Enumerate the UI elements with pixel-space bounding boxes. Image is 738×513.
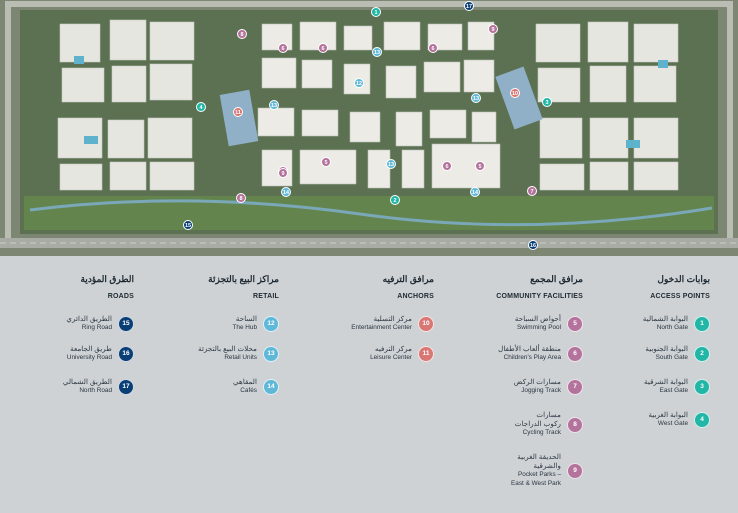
map-pin-community[interactable]: 6 (318, 43, 328, 53)
legend-label-ar: مسارات (536, 410, 561, 419)
legend-label-en: Swimming Pool (516, 324, 561, 331)
legend-label-en: Children's Play Area (503, 354, 561, 361)
legend-heading-en: COMMUNITY FACILITIES (496, 293, 583, 300)
legend-number-badge: 12 (263, 316, 279, 332)
legend-heading-en: RETAIL (253, 293, 279, 300)
legend-number-badge: 14 (263, 379, 279, 395)
aerial-site-plan (0, 0, 738, 256)
map-pin-retail[interactable]: 13 (269, 100, 279, 110)
legend-label-en: Entertainment Center (351, 324, 412, 331)
legend-heading-en: ROADS (107, 293, 134, 300)
legend-number-badge: 16 (118, 346, 134, 362)
legend-number-badge: 3 (694, 379, 710, 395)
map-pin-retail[interactable]: 13 (471, 93, 481, 103)
legend-label-ar: الحديقة الغربية (517, 452, 561, 461)
legend-number-badge: 15 (118, 316, 134, 332)
map-pin-community[interactable]: 5 (475, 161, 485, 171)
map-pin-retail[interactable]: 13 (386, 159, 396, 169)
legend-label-ar: الساحة (235, 314, 257, 323)
map-pin-retail[interactable]: 12 (354, 78, 364, 88)
legend-label-ar: البوابة الشمالية (642, 314, 688, 323)
legend-label-ar: البوابة الشرقية (644, 377, 688, 386)
map-pin-community[interactable]: 8 (236, 193, 246, 203)
legend-label-ar: ركوب الدراجات (514, 419, 561, 428)
legend-heading-ar: مراكز البيع بالتجزئة (208, 274, 279, 284)
map-pin-community[interactable]: 6 (428, 43, 438, 53)
legend-number-badge: 11 (418, 346, 434, 362)
legend-label-en: South Gate (655, 354, 688, 361)
legend-heading-en: ANCHORS (397, 293, 434, 300)
legend-label-en: North Gate (656, 324, 688, 331)
legend-heading-ar: بوابات الدخول (657, 274, 710, 284)
map-pin-community[interactable]: 8 (237, 29, 247, 39)
legend-label-ar: المقاهي (233, 377, 257, 386)
map-pin-community[interactable]: 9 (488, 24, 498, 34)
legend-label-ar: طريق الجامعة (70, 344, 112, 353)
map-legend: بوابات الدخول ACCESS POINTS 1 البوابة الش… (0, 256, 738, 513)
legend-label-en: Cafés (240, 387, 257, 394)
legend-label-en: East Gate (659, 387, 688, 394)
legend-label-ar: مركز الترفيه (375, 344, 412, 353)
legend-label-en: West Gate (657, 420, 688, 427)
legend-label-ar: محلات البيع بالتجزئة (198, 344, 257, 353)
map-pin-access[interactable]: 3 (542, 97, 552, 107)
legend-number-badge: 1 (694, 316, 710, 332)
legend-label-ar: مسارات الركض (513, 377, 561, 386)
map-pin-access[interactable]: 1 (371, 7, 381, 17)
legend-number-badge: 6 (567, 346, 583, 362)
legend-label-en: Cycling Track (522, 429, 561, 436)
legend-label-ar: والشرقية (533, 461, 562, 470)
legend-label-en: Ring Road (81, 324, 112, 331)
legend-label-en: University Road (66, 354, 112, 361)
legend-label-ar: البوابة الجنوبية (645, 344, 688, 353)
legend-label-ar: منطقة ألعاب الأطفال (498, 344, 561, 353)
legend-number-badge: 10 (418, 316, 434, 332)
legend-label-en: East & West Park (511, 480, 561, 487)
legend-heading-ar: الطرق المؤدية (80, 274, 134, 284)
map-pin-anchor[interactable]: 10 (510, 88, 520, 98)
legend-label-en: The Hub (232, 324, 257, 331)
map-pin-retail[interactable]: 14 (281, 187, 291, 197)
legend-heading-en: ACCESS POINTS (650, 293, 710, 300)
map-pin-community[interactable]: 5 (321, 157, 331, 167)
legend-label-en: North Road (79, 387, 112, 394)
map-pin-community[interactable]: 9 (278, 168, 288, 178)
legend-label-en: Leisure Center (370, 354, 412, 361)
map-pin-road[interactable]: 17 (464, 1, 474, 11)
map-pin-anchor[interactable]: 11 (233, 107, 243, 117)
map-pin-road[interactable]: 15 (183, 220, 193, 230)
legend-label-ar: مركز التسلية (373, 314, 412, 323)
map-pin-retail[interactable]: 14 (470, 187, 480, 197)
legend-label-en: Jogging Track (521, 387, 561, 394)
legend-number-badge: 9 (567, 463, 583, 479)
legend-label-en: Pocket Parks – (518, 471, 561, 478)
legend-number-badge: 7 (567, 379, 583, 395)
map-pin-retail[interactable]: 13 (372, 47, 382, 57)
map-pin-community[interactable]: 6 (442, 161, 452, 171)
legend-number-badge: 8 (567, 416, 583, 433)
map-pin-community[interactable]: 6 (278, 43, 288, 53)
legend-label-ar: أحواض السباحة (514, 314, 561, 323)
masterplan-map: 1 2 3 4 5 5 6 6 6 6 7 8 8 8 9 9 10 11 12… (0, 0, 738, 256)
legend-heading-ar: مرافق الترفيه (382, 274, 434, 284)
map-pin-access[interactable]: 2 (390, 195, 400, 205)
map-pin-access[interactable]: 4 (196, 102, 206, 112)
legend-label-ar: الطريق الدائري (66, 314, 112, 323)
legend-number-badge: 4 (694, 412, 710, 428)
map-pin-community[interactable]: 7 (527, 186, 537, 196)
legend-number-badge: 13 (263, 346, 279, 362)
legend-number-badge: 5 (567, 316, 583, 332)
legend-heading-ar: مرافق المجمع (530, 274, 583, 284)
legend-number-badge: 2 (694, 346, 710, 362)
legend-number-badge: 17 (118, 379, 134, 395)
legend-label-en: Retail Units (224, 354, 257, 361)
map-pin-road[interactable]: 16 (528, 240, 538, 250)
legend-label-ar: البوابة الغربية (648, 410, 688, 419)
legend-label-ar: الطريق الشمالي (62, 377, 112, 386)
